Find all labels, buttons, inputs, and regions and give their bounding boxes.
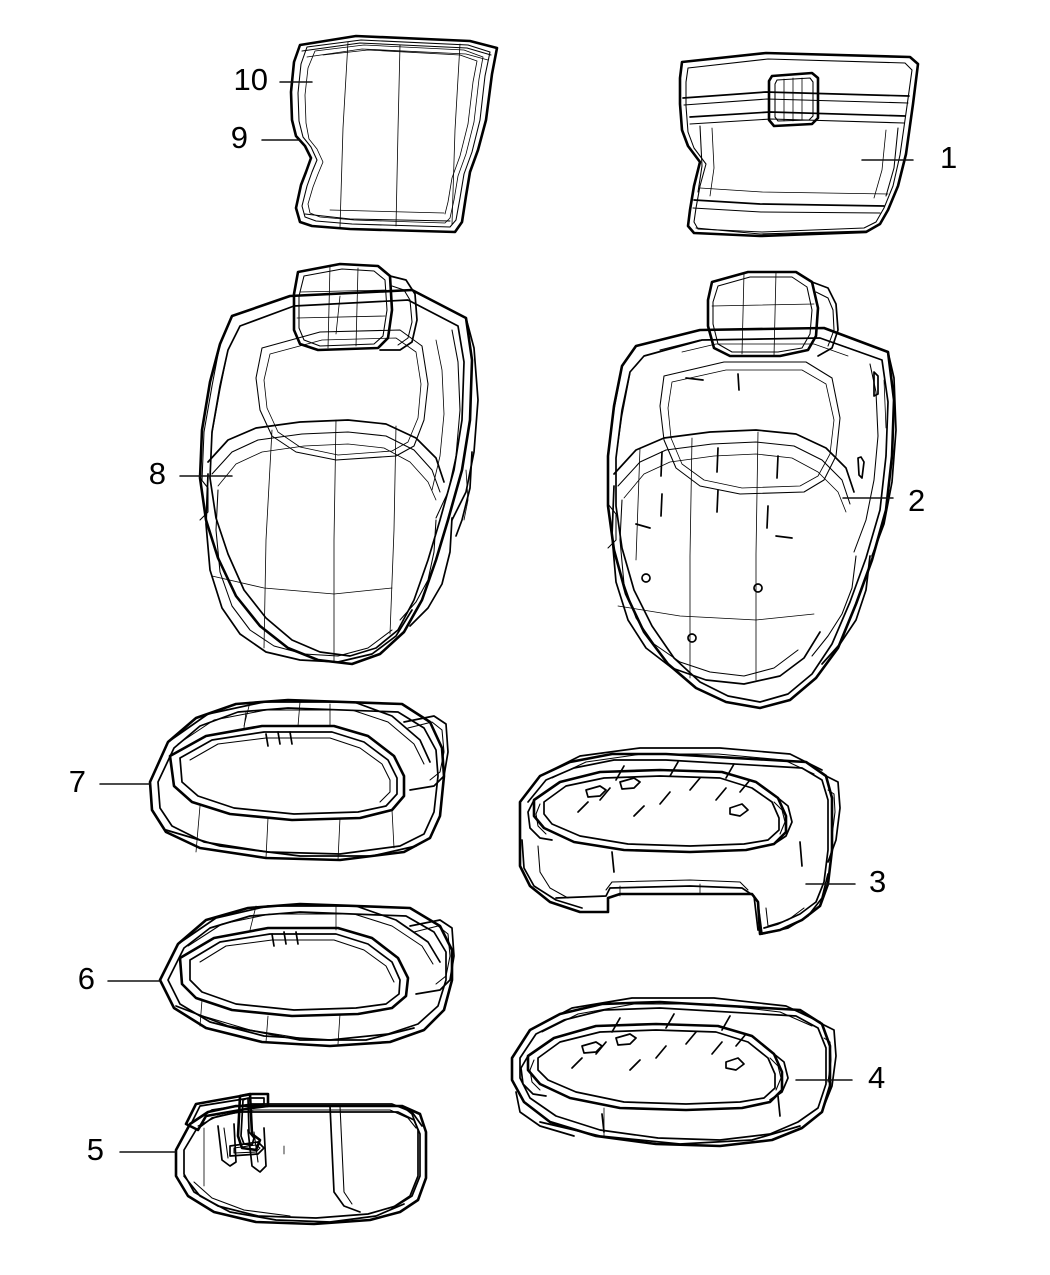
callout-number-1: 1 xyxy=(940,140,957,175)
callout-number-9: 9 xyxy=(231,120,248,155)
part-seat-back-panel-cover xyxy=(678,51,920,238)
callout-number-10: 10 xyxy=(234,62,268,97)
callout-number-5: 5 xyxy=(87,1132,104,1167)
callout-number-6: 6 xyxy=(78,961,95,996)
callout-7: 7 xyxy=(69,764,151,799)
callout-number-3: 3 xyxy=(869,864,886,899)
callout-number-7: 7 xyxy=(69,764,86,799)
part-seat-cushion-foam-right xyxy=(518,747,841,936)
part-seat-cushion-cover-lower-left xyxy=(158,902,455,1048)
callout-number-8: 8 xyxy=(149,456,166,491)
part-seat-back-cover-assembly xyxy=(198,262,479,666)
callout-1: 1 xyxy=(861,140,957,175)
callout-5: 5 xyxy=(87,1132,177,1167)
callout-3: 3 xyxy=(805,864,886,899)
callout-2: 2 xyxy=(842,483,925,518)
part-seat-cushion-pad-lower-right xyxy=(510,997,837,1148)
callout-9: 9 xyxy=(231,120,301,155)
part-seat-front-trim-bolster xyxy=(174,1092,428,1226)
callout-layer: 1 2 3 4 5 6 7 8 9 10 xyxy=(69,62,958,1167)
callout-number-2: 2 xyxy=(908,483,925,518)
callout-number-4: 4 xyxy=(868,1060,885,1095)
callout-10: 10 xyxy=(234,62,313,97)
callout-4: 4 xyxy=(795,1060,885,1095)
callout-8: 8 xyxy=(149,456,233,491)
part-seat-back-foam xyxy=(606,270,897,710)
part-seat-back-trim-panel xyxy=(289,34,499,234)
callout-6: 6 xyxy=(78,961,161,996)
part-seat-cushion-cover-upper-left xyxy=(148,698,449,862)
